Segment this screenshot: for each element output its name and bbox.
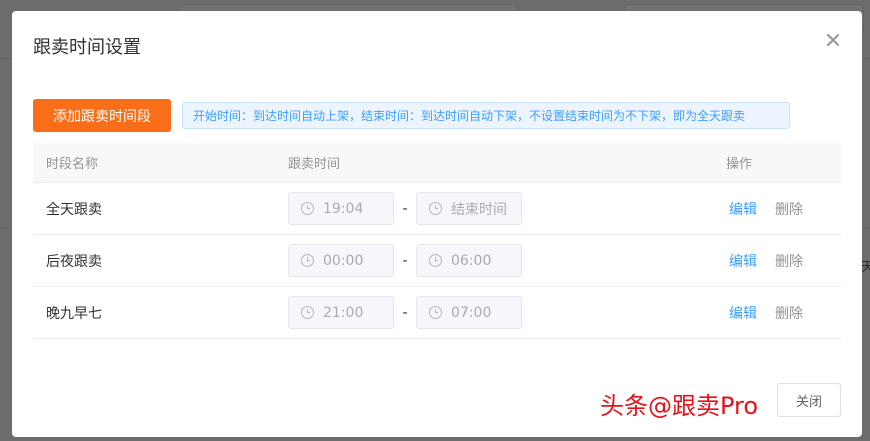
start-time-value: 00:00 — [323, 252, 364, 269]
delete-link[interactable]: 删除 — [775, 201, 803, 218]
header-ops: 操作 — [726, 157, 753, 172]
close-button[interactable]: 关闭 — [777, 383, 841, 417]
time-range: 00:00 - 06:00 — [288, 244, 724, 277]
start-time-input[interactable]: 21:00 — [288, 296, 394, 329]
dialog-title: 跟卖时间设置 — [33, 37, 141, 58]
header-name: 时段名称 — [46, 157, 99, 172]
edit-link[interactable]: 编辑 — [729, 305, 757, 322]
start-time-value: 19:04 — [323, 200, 364, 217]
end-time-input[interactable]: 07:00 — [416, 296, 522, 329]
watermark-text: 头条@跟卖Pro — [600, 392, 759, 420]
start-time-input[interactable]: 19:04 — [288, 192, 394, 225]
end-time-input[interactable]: 06:00 — [416, 244, 522, 277]
table-row: 晚九早七 21:00 - 07:00 编辑 删除 — [33, 287, 841, 339]
range-separator: - — [402, 304, 408, 321]
clock-icon — [429, 254, 442, 267]
clock-icon — [429, 306, 442, 319]
clock-icon — [301, 254, 314, 267]
start-time-input[interactable]: 00:00 — [288, 244, 394, 277]
edit-link[interactable]: 编辑 — [729, 201, 757, 218]
close-icon[interactable] — [826, 33, 840, 47]
period-name: 全天跟卖 — [46, 201, 102, 218]
row-actions: 编辑 删除 — [724, 199, 841, 219]
range-separator: - — [402, 200, 408, 217]
table-header: 时段名称 跟卖时间 操作 — [33, 143, 841, 183]
clock-icon — [301, 202, 314, 215]
end-time-placeholder: 结束时间 — [451, 201, 507, 218]
time-settings-dialog: 跟卖时间设置 添加跟卖时间段 开始时间：到达时间自动上架，结束时间：到达时间自动… — [12, 11, 862, 437]
start-time-value: 21:00 — [323, 304, 364, 321]
header-time: 跟卖时间 — [288, 157, 341, 172]
time-period-table: 时段名称 跟卖时间 操作 全天跟卖 19:04 - 结束时间 编辑 删除 — [33, 143, 841, 339]
end-time-input[interactable]: 结束时间 — [416, 192, 522, 225]
end-time-value: 07:00 — [451, 304, 492, 321]
table-row: 后夜跟卖 00:00 - 06:00 编辑 删除 — [33, 235, 841, 287]
add-time-period-button[interactable]: 添加跟卖时间段 — [33, 99, 171, 132]
time-range: 21:00 - 07:00 — [288, 296, 724, 329]
end-time-value: 06:00 — [451, 252, 492, 269]
hint-text: 开始时间：到达时间自动上架，结束时间：到达时间自动下架，不设置结束时间为不下架，… — [182, 102, 790, 129]
table-row: 全天跟卖 19:04 - 结束时间 编辑 删除 — [33, 183, 841, 235]
delete-link[interactable]: 删除 — [775, 305, 803, 322]
delete-link[interactable]: 删除 — [775, 253, 803, 270]
range-separator: - — [402, 252, 408, 269]
row-actions: 编辑 删除 — [724, 303, 841, 323]
period-name: 晚九早七 — [46, 305, 102, 322]
clock-icon — [301, 306, 314, 319]
row-actions: 编辑 删除 — [724, 251, 841, 271]
period-name: 后夜跟卖 — [46, 253, 102, 270]
edit-link[interactable]: 编辑 — [729, 253, 757, 270]
time-range: 19:04 - 结束时间 — [288, 192, 724, 225]
clock-icon — [429, 202, 442, 215]
